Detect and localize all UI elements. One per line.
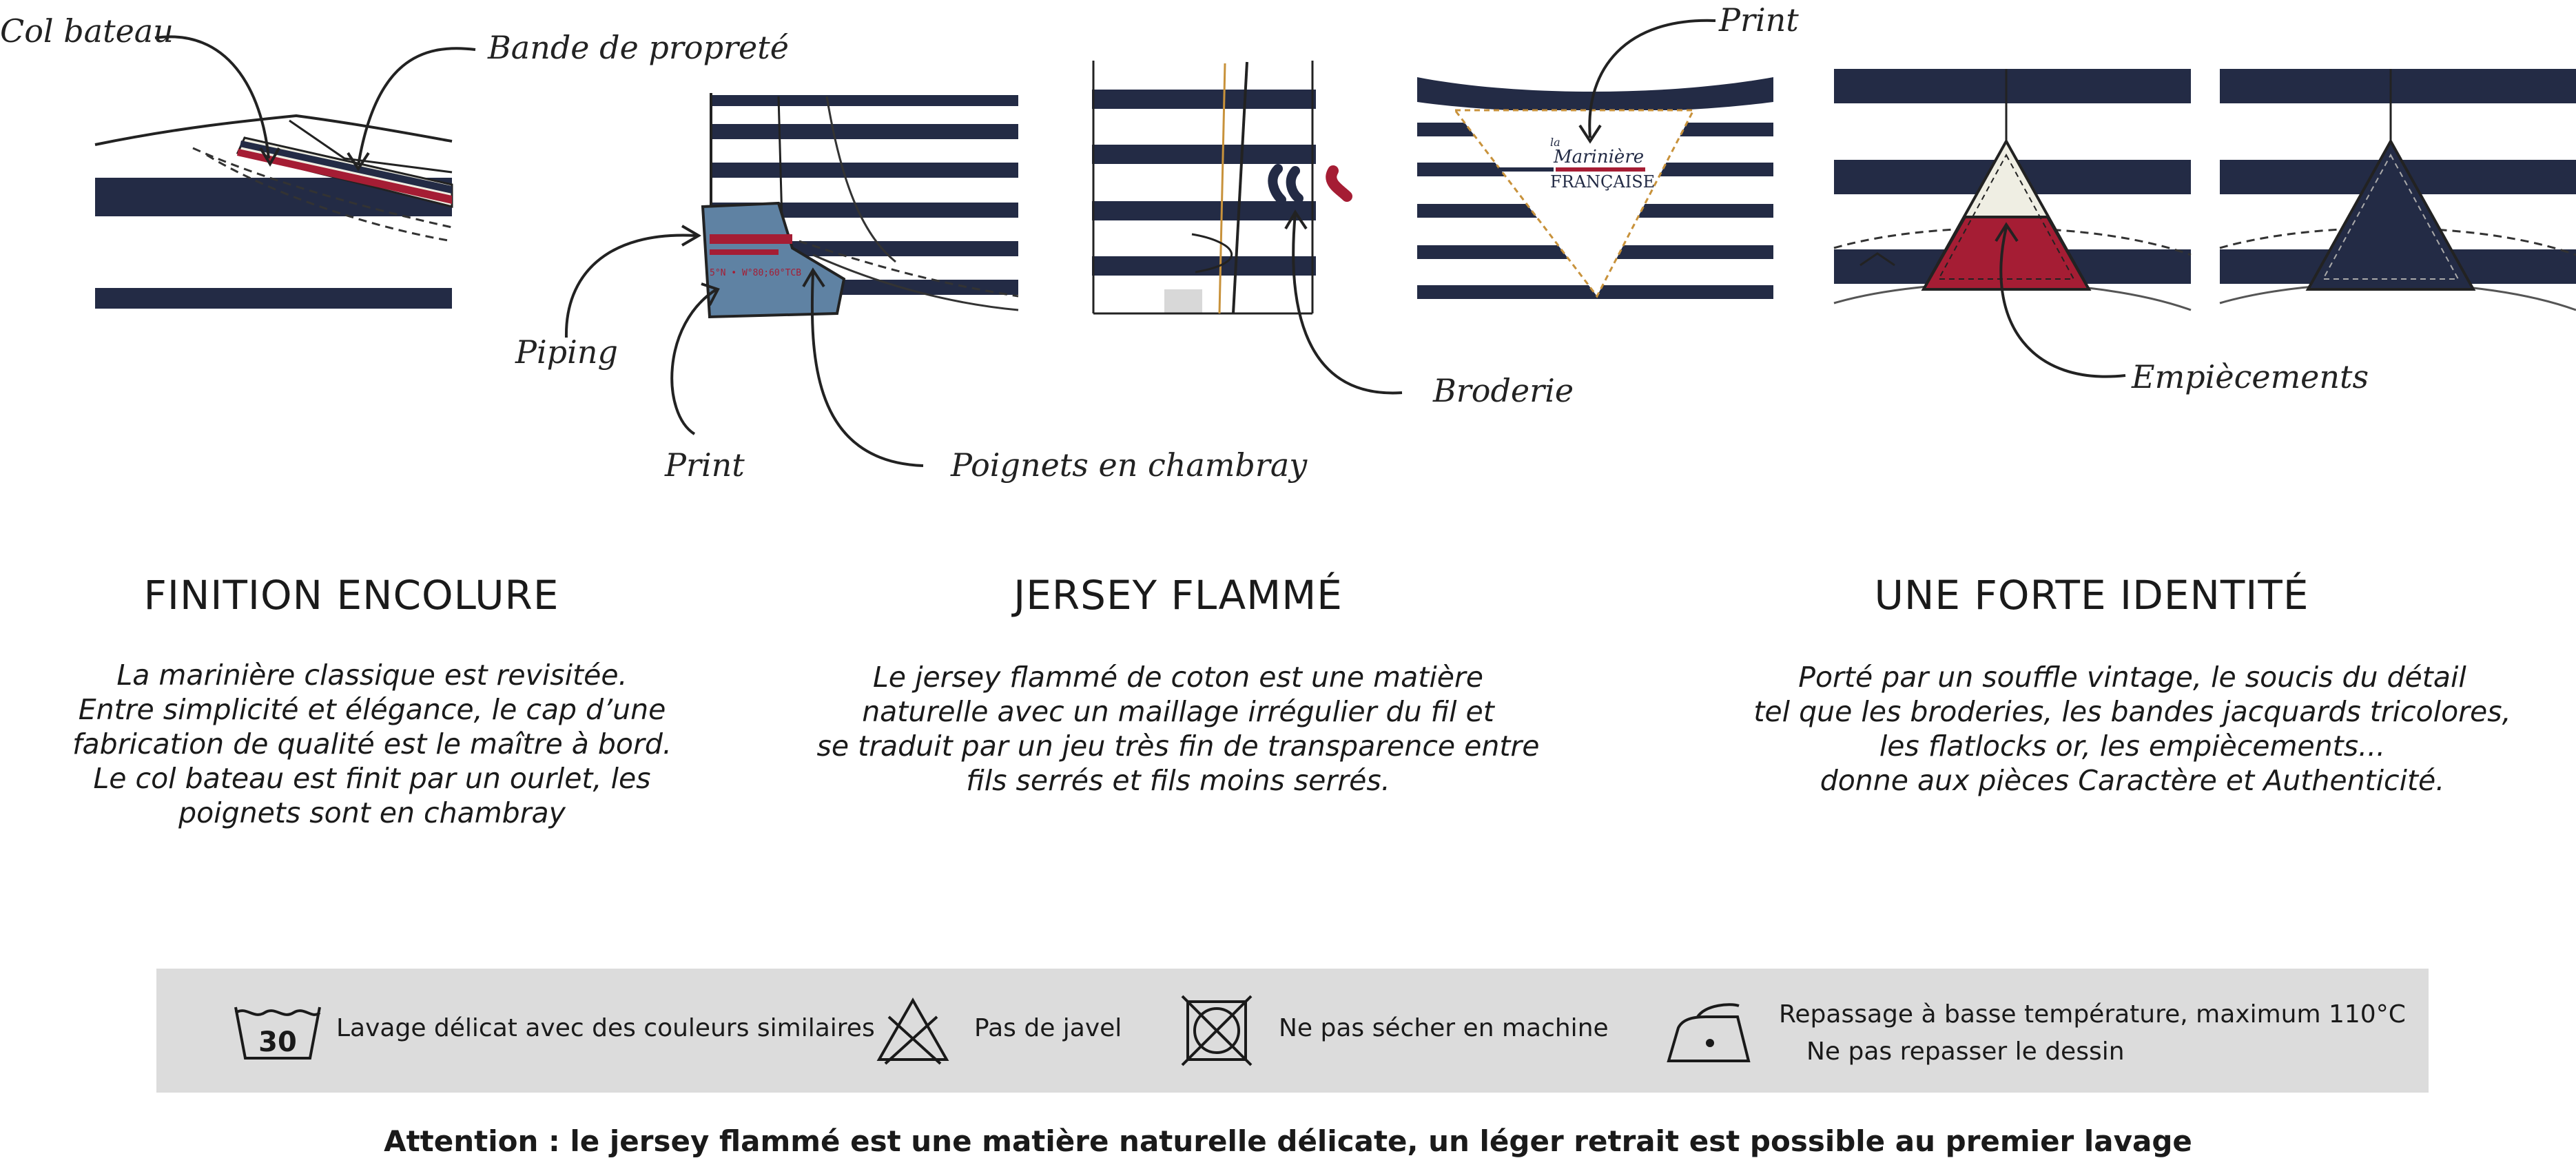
logo-line1: la xyxy=(1550,136,1560,149)
logo-line3: FRANÇAISE xyxy=(1550,172,1655,192)
illustration-collar: 5°N • W°80;60°TCB la xyxy=(94,19,2576,467)
callout-print-logo: Print xyxy=(1719,1,1799,39)
logo-line2: Marinière xyxy=(1553,147,1644,167)
section-title-finition: FINITION ENCOLURE xyxy=(143,572,559,619)
wash-30-icon: 30 xyxy=(234,1006,321,1060)
sleeve-drawing: 5°N • W°80;60°TCB xyxy=(701,93,1019,319)
callout-empiecements: Empiècements xyxy=(2132,358,2369,395)
patch-tricolor-drawing xyxy=(1833,69,2192,311)
patch-navy-drawing xyxy=(2219,69,2576,311)
callout-col-bateau: Col bateau xyxy=(0,12,174,50)
collar-drawing xyxy=(94,114,453,309)
no-bleach-icon xyxy=(876,997,949,1065)
callout-print-sleeve: Print xyxy=(665,446,745,484)
attention-note: Attention : le jersey flammé est une mat… xyxy=(384,1124,2192,1158)
callout-bande-proprete: Bande de propreté xyxy=(488,29,789,66)
care-bleach-text: Pas de javel xyxy=(974,1014,1122,1042)
wash-temp: 30 xyxy=(258,1026,297,1058)
sleeve-print-text: 5°N • W°80;60°TCB xyxy=(710,268,801,278)
section-title-jersey: JERSEY FLAMMÉ xyxy=(1013,572,1343,619)
print-logo-drawing: la Marinière FRANÇAISE xyxy=(1417,77,1773,299)
no-tumble-dry-icon xyxy=(1181,995,1253,1066)
care-dry-text: Ne pas sécher en machine xyxy=(1279,1014,1609,1042)
iron-low-icon xyxy=(1667,1003,1751,1062)
care-iron-text-2: Ne pas repasser le dessin xyxy=(1806,1037,2125,1066)
care-iron-text-1: Repassage à basse température, maximum 1… xyxy=(1779,1000,2406,1029)
callout-piping: Piping xyxy=(515,333,618,371)
section-title-identite: UNE FORTE IDENTITÉ xyxy=(1874,572,2309,619)
section-text-jersey: Le jersey flammé de coton est une matièr… xyxy=(816,661,1540,797)
callout-poignets: Poignets en chambray xyxy=(951,446,1308,484)
callout-broderie: Broderie xyxy=(1433,372,1574,409)
section-text-finition: La marinière classique est revisitée. En… xyxy=(72,659,672,829)
section-text-identite: Porté par un souffle vintage, le soucis … xyxy=(1753,661,2511,797)
care-wash-text: Lavage délicat avec des couleurs similai… xyxy=(336,1014,875,1042)
care-instructions-bar xyxy=(156,969,2429,1093)
jersey-drawing xyxy=(1092,61,1352,315)
